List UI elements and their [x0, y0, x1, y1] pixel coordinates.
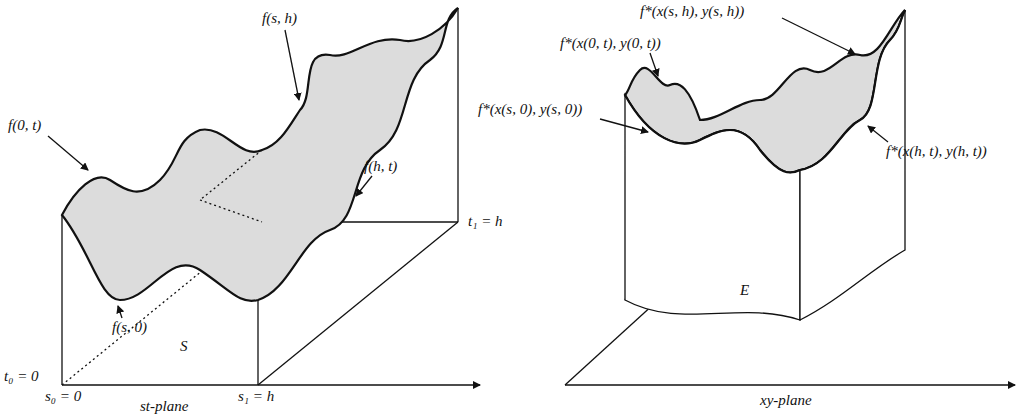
curve-label: f*(x(s, 0), y(s, 0))	[478, 101, 582, 118]
curve-label: f(s, h)	[262, 10, 297, 27]
plane-label: st-plane	[140, 398, 188, 415]
curve-label: f*(x(0, t), y(0, t))	[560, 35, 661, 52]
plane-label: xy-plane	[760, 392, 812, 409]
curve-label: f(0, t)	[8, 117, 41, 134]
axis-value: t₀ = 0	[4, 368, 39, 385]
axis-value: s₀ = 0	[45, 388, 81, 405]
curve-label: f(s, 0)	[112, 319, 147, 336]
axis-value: s₁ = h	[238, 388, 274, 405]
curve-label: f*(x(h, t), y(h, t))	[886, 143, 987, 160]
region-label: E	[740, 282, 749, 299]
curve-label: f*(x(s, h), y(s, h))	[640, 3, 744, 20]
region-label: S	[180, 338, 188, 355]
curve-label: f(h, t)	[364, 158, 397, 175]
axis-value: t₁ = h	[468, 213, 503, 230]
